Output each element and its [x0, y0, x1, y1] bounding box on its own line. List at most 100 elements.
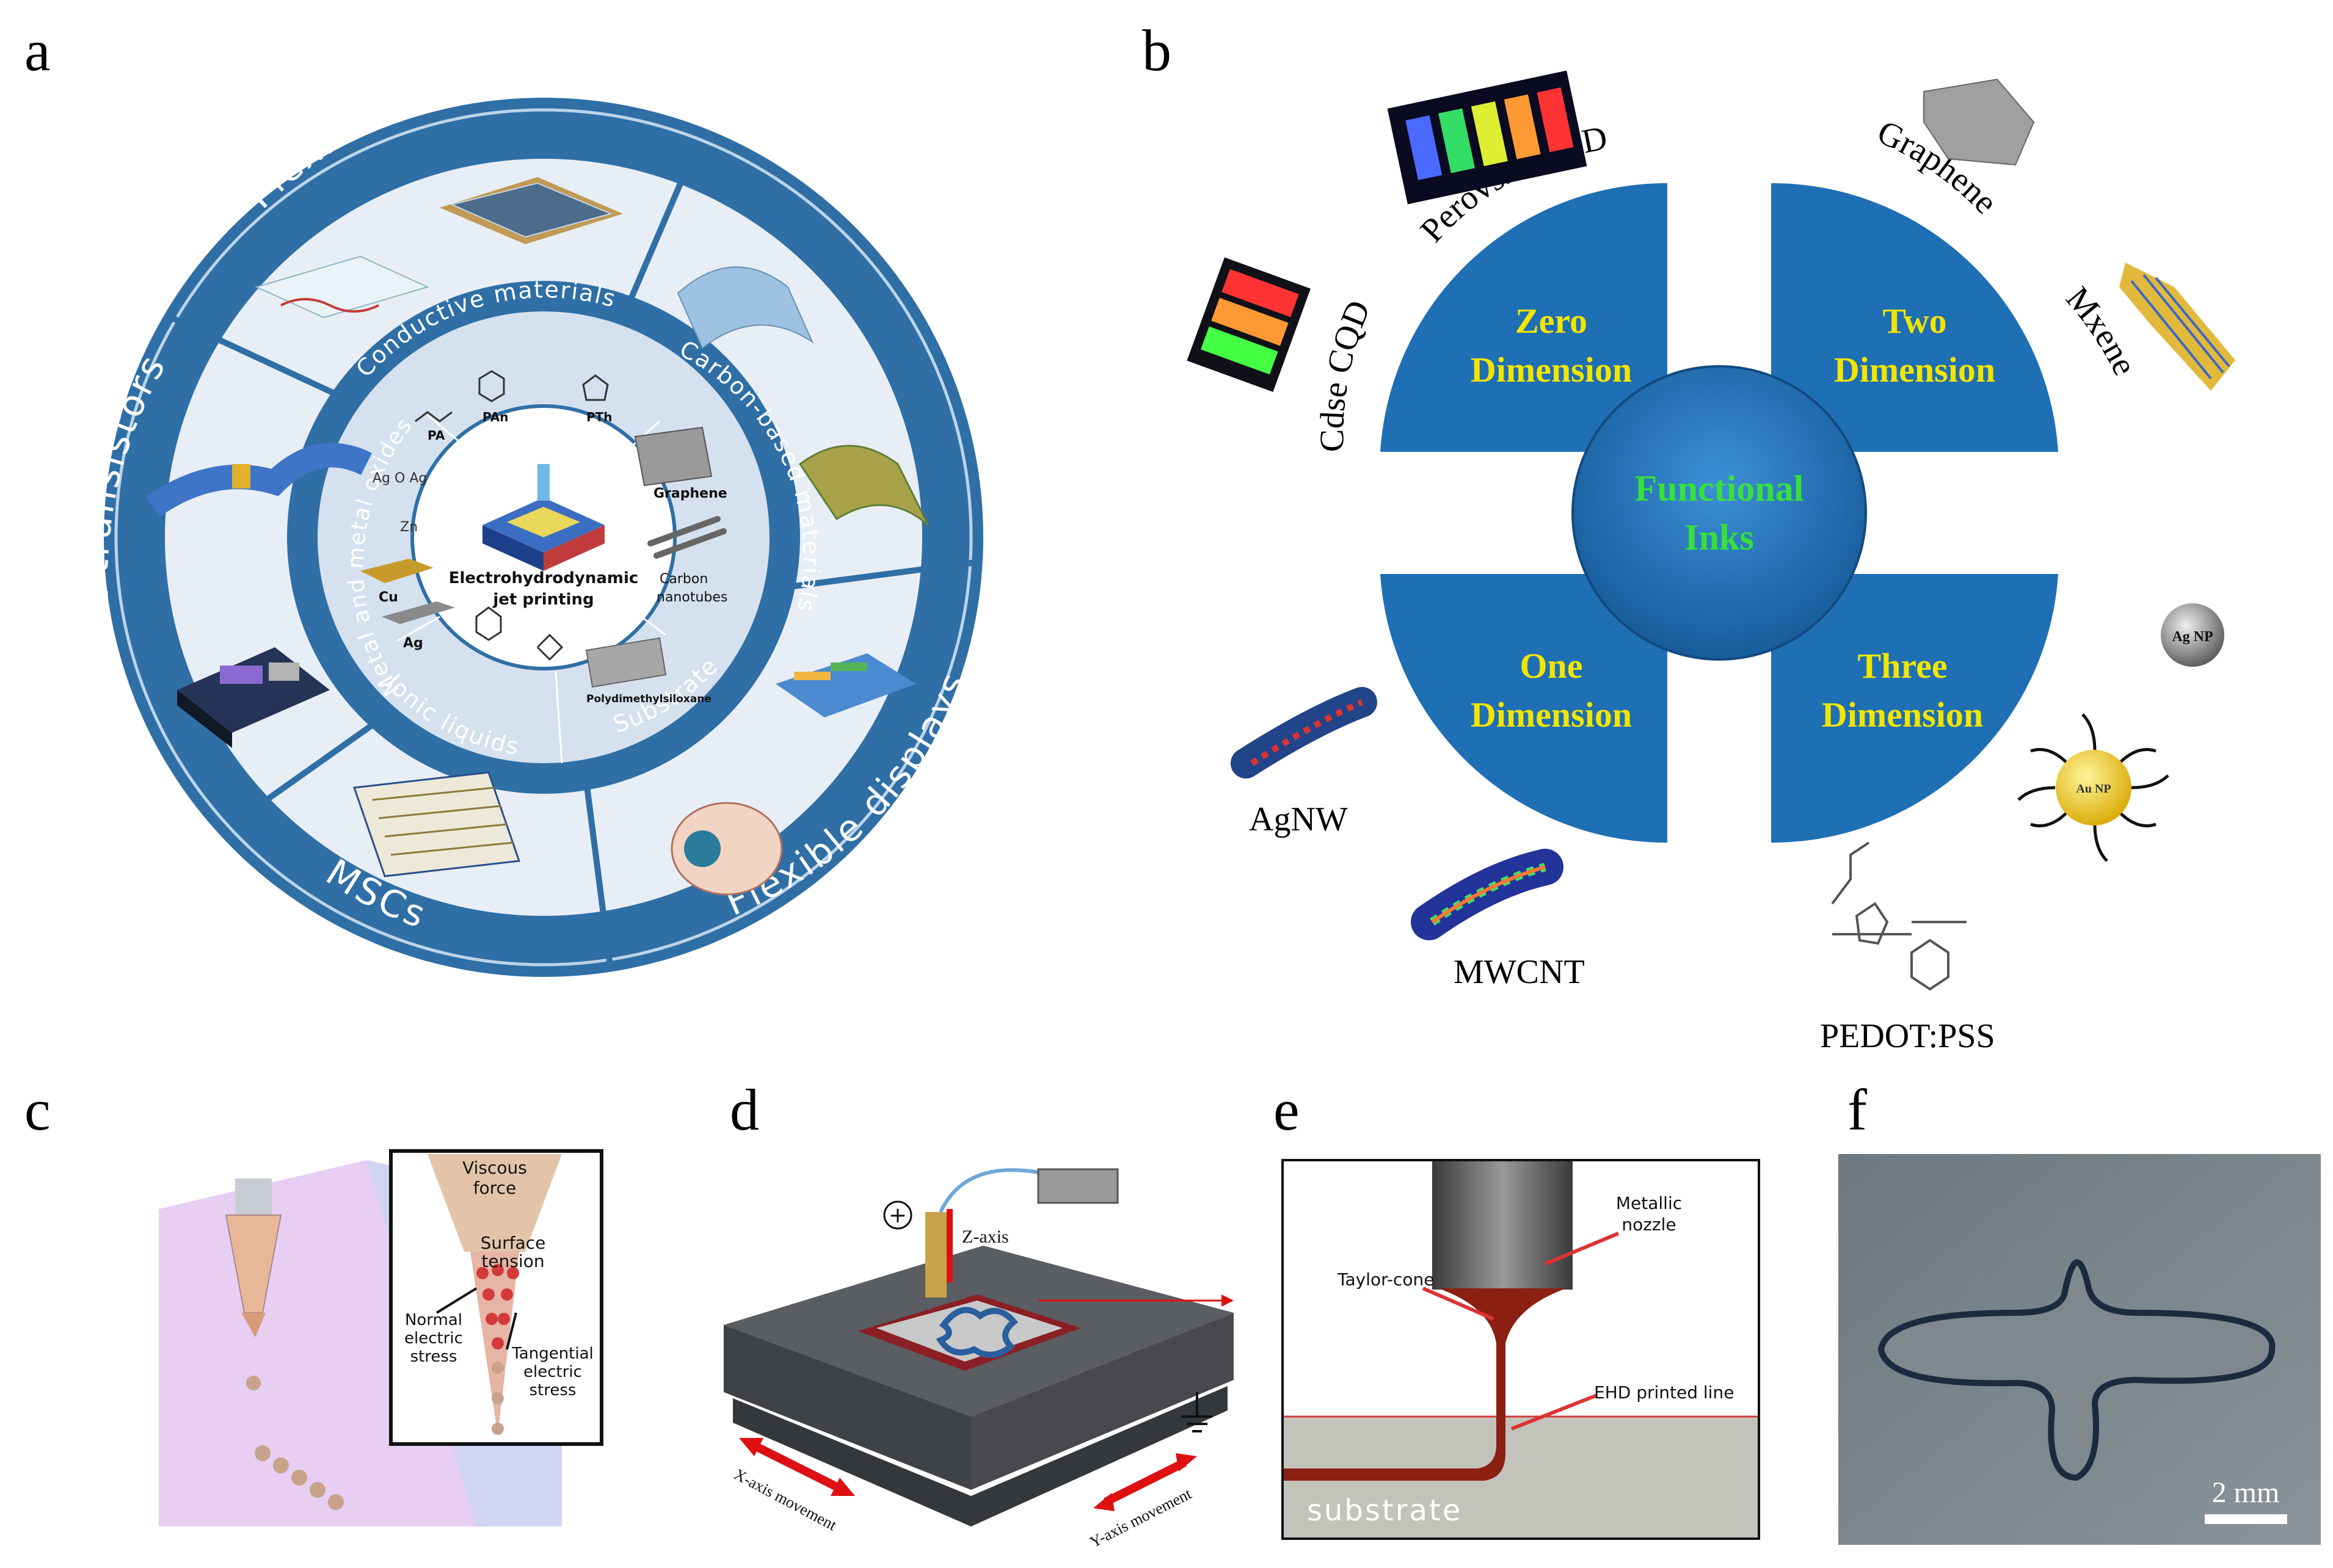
q3-label-line2: Dimension [1471, 695, 1632, 735]
quadrant-two-dimension [1771, 183, 2058, 452]
chem-graphene: Graphene [653, 486, 727, 501]
label-mwcnt: MWCNT [1454, 953, 1585, 991]
silver-sheet [382, 601, 455, 624]
voltage-source [883, 1200, 912, 1230]
label-tension: tension [481, 1251, 544, 1271]
mwcnt-nanotube [1411, 849, 1563, 940]
graphene-sheet [634, 426, 713, 487]
panel-label-f: f [1847, 1077, 1867, 1142]
label-metallic: Metallic [1616, 1193, 1682, 1213]
label-y-axis: Y-axis movement [1087, 1484, 1195, 1551]
x-axis-arrow-head-2 [831, 1478, 855, 1496]
ring-separators [169, 145, 981, 971]
label-nozzle: nozzle [1621, 1214, 1676, 1235]
panel-label-a: a [24, 18, 51, 83]
ag-nanoparticle-sphere [2161, 603, 2224, 667]
y-axis-arrow-head-1 [1093, 1493, 1115, 1511]
flexible-display-illustration [671, 653, 916, 896]
chem-pan: PAn [482, 410, 509, 424]
printed-cross-pattern [936, 1307, 1019, 1358]
chem-ag-o-ag: Ag O Ag [373, 471, 427, 486]
graphene-sheet [1923, 78, 2035, 166]
label-normal-1: Normal [405, 1311, 462, 1329]
panel-d: Z-axis + X-axis movement Y-axis movement [724, 1168, 1234, 1551]
au-nanoparticle [2056, 750, 2131, 826]
label-tangential-1: Tangential [511, 1345, 594, 1363]
ground-symbol [1182, 1392, 1212, 1432]
stage-right-side [971, 1313, 1234, 1490]
q1-label-line1: Zero [1515, 301, 1587, 341]
center-label-line2: jet printing [492, 590, 594, 609]
arrow-taylor-cone [1422, 1287, 1494, 1321]
panel-e: Metallic nozzle Taylor-cone EHD printed … [1281, 1159, 1760, 1540]
q1-label-line2: Dimension [1471, 350, 1632, 390]
mxene-layers [2119, 263, 2235, 391]
x-axis-arrow-head-1 [739, 1438, 763, 1456]
label-cdse: Cdse CQD [1313, 296, 1378, 452]
printed-cross-shape [1877, 1259, 2276, 1481]
inset-nozzle [428, 1154, 562, 1252]
panel-c: Viscous force Surface tension Normal ele… [159, 1149, 603, 1526]
panel-label-e: e [1273, 1077, 1300, 1142]
substrate-holder-top [876, 1301, 1063, 1362]
panel-f: 2 mm [1838, 1154, 2321, 1545]
center-label-line2: Inks [1684, 517, 1753, 557]
chem-pth: PTh [586, 410, 613, 424]
label-plus: + [889, 1203, 907, 1228]
metallic-nozzle [1432, 1161, 1573, 1290]
label-taylor-cone: Taylor-cone [1337, 1269, 1434, 1290]
label-normal-2: electric [404, 1329, 463, 1348]
panel-a: Flexible electrodes Flexible sensors Fle… [74, 54, 1013, 977]
y-axis-arrow-head-2 [1176, 1453, 1197, 1472]
label-pedot: PEDOT:PSS [1820, 1017, 1995, 1055]
center-label-line1: Electrohydrodynamic [449, 569, 639, 587]
label-substrate: substrate [1307, 1494, 1462, 1528]
label-tangential-3: stress [530, 1381, 577, 1399]
quadrant-one-dimension [1380, 574, 1667, 843]
chem-ag: Ag [403, 636, 423, 651]
copper-sheet [360, 559, 434, 583]
panel-label-d: d [730, 1077, 759, 1142]
label-agnp: Ag NP [2172, 629, 2213, 645]
agnw-nanowire [1231, 687, 1377, 779]
au-nanoparticle-with-ligands [2017, 713, 2169, 862]
ehd-printer-icon [482, 464, 605, 571]
center-label-line1: Functional [1635, 468, 1804, 509]
msc-illustration [352, 771, 521, 877]
ionic-liquid-structures [475, 606, 564, 661]
flexible-sensor-illustration [677, 266, 930, 526]
q2-label-line2: Dimension [1834, 350, 1995, 390]
label-normal-3: stress [410, 1348, 457, 1366]
fet-illustration [145, 443, 372, 748]
feed-tube [939, 1168, 1039, 1213]
arrow-tangential-stress [506, 1312, 517, 1350]
label-surface: Surface [481, 1233, 546, 1253]
y-axis-arrow [1103, 1458, 1187, 1506]
label-force: force [473, 1178, 517, 1198]
droplets [246, 1376, 344, 1510]
label-viscous: Viscous [462, 1158, 527, 1178]
label-z-axis: Z-axis [962, 1227, 1009, 1247]
panel-b: Zero Dimension Two Dimension One Dimensi… [1187, 70, 2235, 1055]
q2-label-line1: Two [1882, 301, 1946, 341]
conductive-polymer-structures [415, 370, 609, 423]
inset-drops [492, 1362, 504, 1435]
flexible-electrode-illustration [255, 177, 623, 319]
arrow-metallic-nozzle [1544, 1232, 1620, 1266]
chem-pdms: Polydimethylsiloxane [586, 693, 712, 705]
pdms-mesh [585, 637, 667, 688]
carbon-nanotubes [647, 516, 727, 559]
label-agnw: AgNW [1249, 800, 1348, 838]
inset-pointer-head [1221, 1294, 1234, 1307]
scale-bar-label: 2 mm [2212, 1476, 2280, 1509]
panel-label-c: c [24, 1077, 51, 1142]
label-aunp: Au NP [2076, 782, 2111, 796]
stage-left-side [724, 1325, 971, 1490]
chem-carbon: Carbon [660, 572, 708, 587]
q3-label-line1: One [1520, 646, 1582, 686]
stage-base-plate [733, 1386, 1228, 1526]
quadrant-three-dimension [1771, 574, 2058, 843]
label-tangential-2: electric [523, 1363, 582, 1381]
q4-label-line2: Dimension [1822, 695, 1983, 735]
